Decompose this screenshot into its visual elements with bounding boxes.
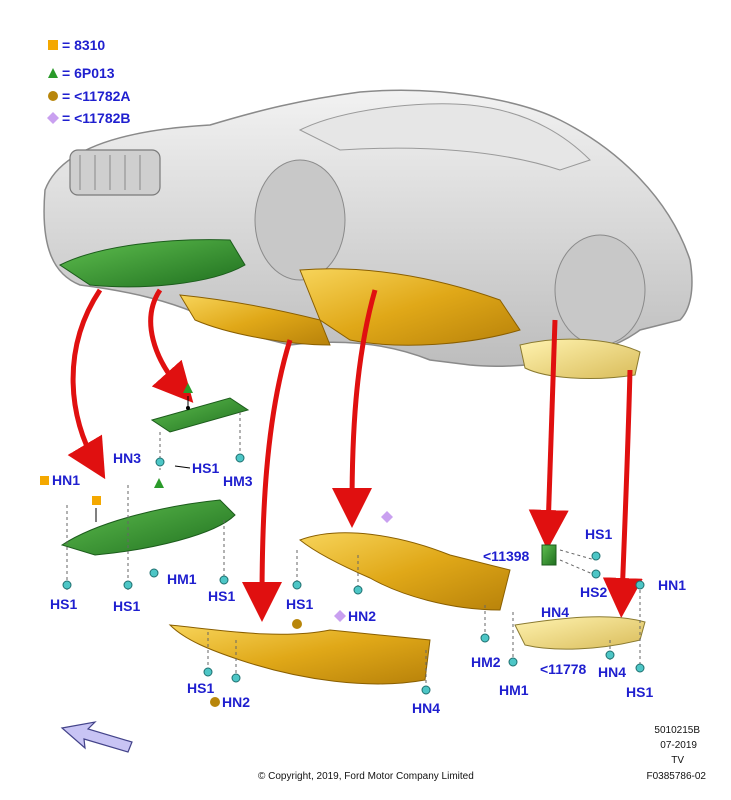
fastener-icon [219,575,229,585]
fastener-icon [235,453,245,463]
fastener-icon [635,663,645,673]
front-wheel-arch [254,159,346,281]
footer: © Copyright, 2019, Ford Motor Company Li… [258,725,706,782]
car-gold-shield-center [299,268,521,346]
car-windows [298,103,591,171]
legend-label: = 6P013 [62,65,115,81]
part-gold-shield-center [292,511,511,622]
part-green-shield-large [60,485,236,590]
label-part-11398: <11398 [483,548,530,564]
label-hm1-right: HM1 [499,682,529,698]
legend-item-8310: = 8310 [48,37,105,53]
label-hs1-bottom: HS1 [187,680,214,696]
circle-icon [210,697,220,707]
rear-wheel-arch [554,234,646,346]
fastener-icon [292,580,302,590]
label-hn2-bottom: HN2 [222,694,250,710]
part-green-plate-small [150,383,250,488]
label-hs1-right2: HS1 [626,684,653,700]
ref-code-4: F0385786-02 [647,771,707,782]
fastener-icon [353,585,363,595]
arrow-to-green-small [148,288,194,403]
fastener-icon [123,580,133,590]
legend-item-6p013: = 6P013 [48,65,115,81]
label-hs1-left: HS1 [50,596,77,612]
legend-item-11782b: = <11782B [47,110,131,126]
circle-icon [292,619,302,629]
arrow-left-icon [60,721,133,753]
fastener-icon [635,580,645,590]
legend-label: = 8310 [62,37,105,53]
fastener-icon [480,633,490,643]
label-hs1-center: HS1 [286,596,313,612]
label-hm2-right: HM2 [471,654,501,670]
legend-item-11782a: = <11782A [48,88,131,104]
fastener-icon [605,650,615,660]
copyright-text: © Copyright, 2019, Ford Motor Company Li… [258,771,474,782]
label-hn2-center: HN2 [348,608,376,624]
fastener-icon [155,457,165,467]
label-hn4-right: HN4 [541,604,569,620]
label-hn3: HN3 [113,450,141,466]
square-icon [48,40,58,50]
car-gold-shield-left [179,294,331,346]
label-hn4-right2: HN4 [598,664,626,680]
diamond-icon [47,112,59,124]
label-hm3: HM3 [223,473,253,489]
label-hs2-right: HS2 [580,584,607,600]
fastener-icon [62,580,72,590]
triangle-icon [154,478,164,488]
fastener-icon [149,568,159,578]
fastener-icon [591,551,601,561]
fastener-labels: HN1 HN3 HS1 HM3 HM1 HS1 HS1 HS1 HS1 HN2 … [40,450,686,716]
fastener-icon [508,657,518,667]
arrow-to-gold-front [242,339,293,622]
label-hm1-left: HM1 [167,571,197,587]
fastener-icon [203,667,213,677]
ref-code-3: TV [671,755,684,766]
arrow-to-bracket [528,319,569,550]
square-icon [92,496,101,505]
arrow-to-pale-shield [602,369,643,618]
label-hn1-right: HN1 [658,577,686,593]
ref-code-2: 07-2019 [660,740,697,751]
fastener-icon [231,673,241,683]
label-hs1-left2: HS1 [113,598,140,614]
label-hn1-left: HN1 [52,472,80,488]
grille [69,149,161,196]
diamond-icon [334,610,346,622]
legend-label: = <11782B [62,110,131,126]
arrow-to-gold-center [332,289,378,528]
view-direction-arrow [60,721,133,753]
vehicle-underside [43,89,693,380]
label-part-11778: <11778 [540,661,587,677]
diamond-icon [381,511,393,523]
legend-label: = <11782A [62,88,131,104]
car-green-shield [59,239,246,288]
legend: = 8310 = 6P013 = <11782A = <11782B [47,37,131,126]
fastener-icon [591,569,601,579]
triangle-icon [48,68,58,78]
fastener-icon [421,685,431,695]
ref-code-1: 5010215B [654,725,700,736]
label-hs1-top: HS1 [192,460,219,476]
car-pale-shield-rear [519,338,641,380]
circle-icon [48,91,58,101]
arrow-to-green-large [67,288,106,480]
part-bracket-11398 [541,544,601,579]
part-gold-shield-front [168,619,431,707]
label-hn4-bottom: HN4 [412,700,440,716]
callout-arrows [67,288,643,622]
triangle-icon [183,383,193,393]
label-hs1-mid: HS1 [208,588,235,604]
square-icon [40,476,49,485]
part-pale-shield-11778 [480,580,646,673]
label-hs1-right: HS1 [585,526,612,542]
